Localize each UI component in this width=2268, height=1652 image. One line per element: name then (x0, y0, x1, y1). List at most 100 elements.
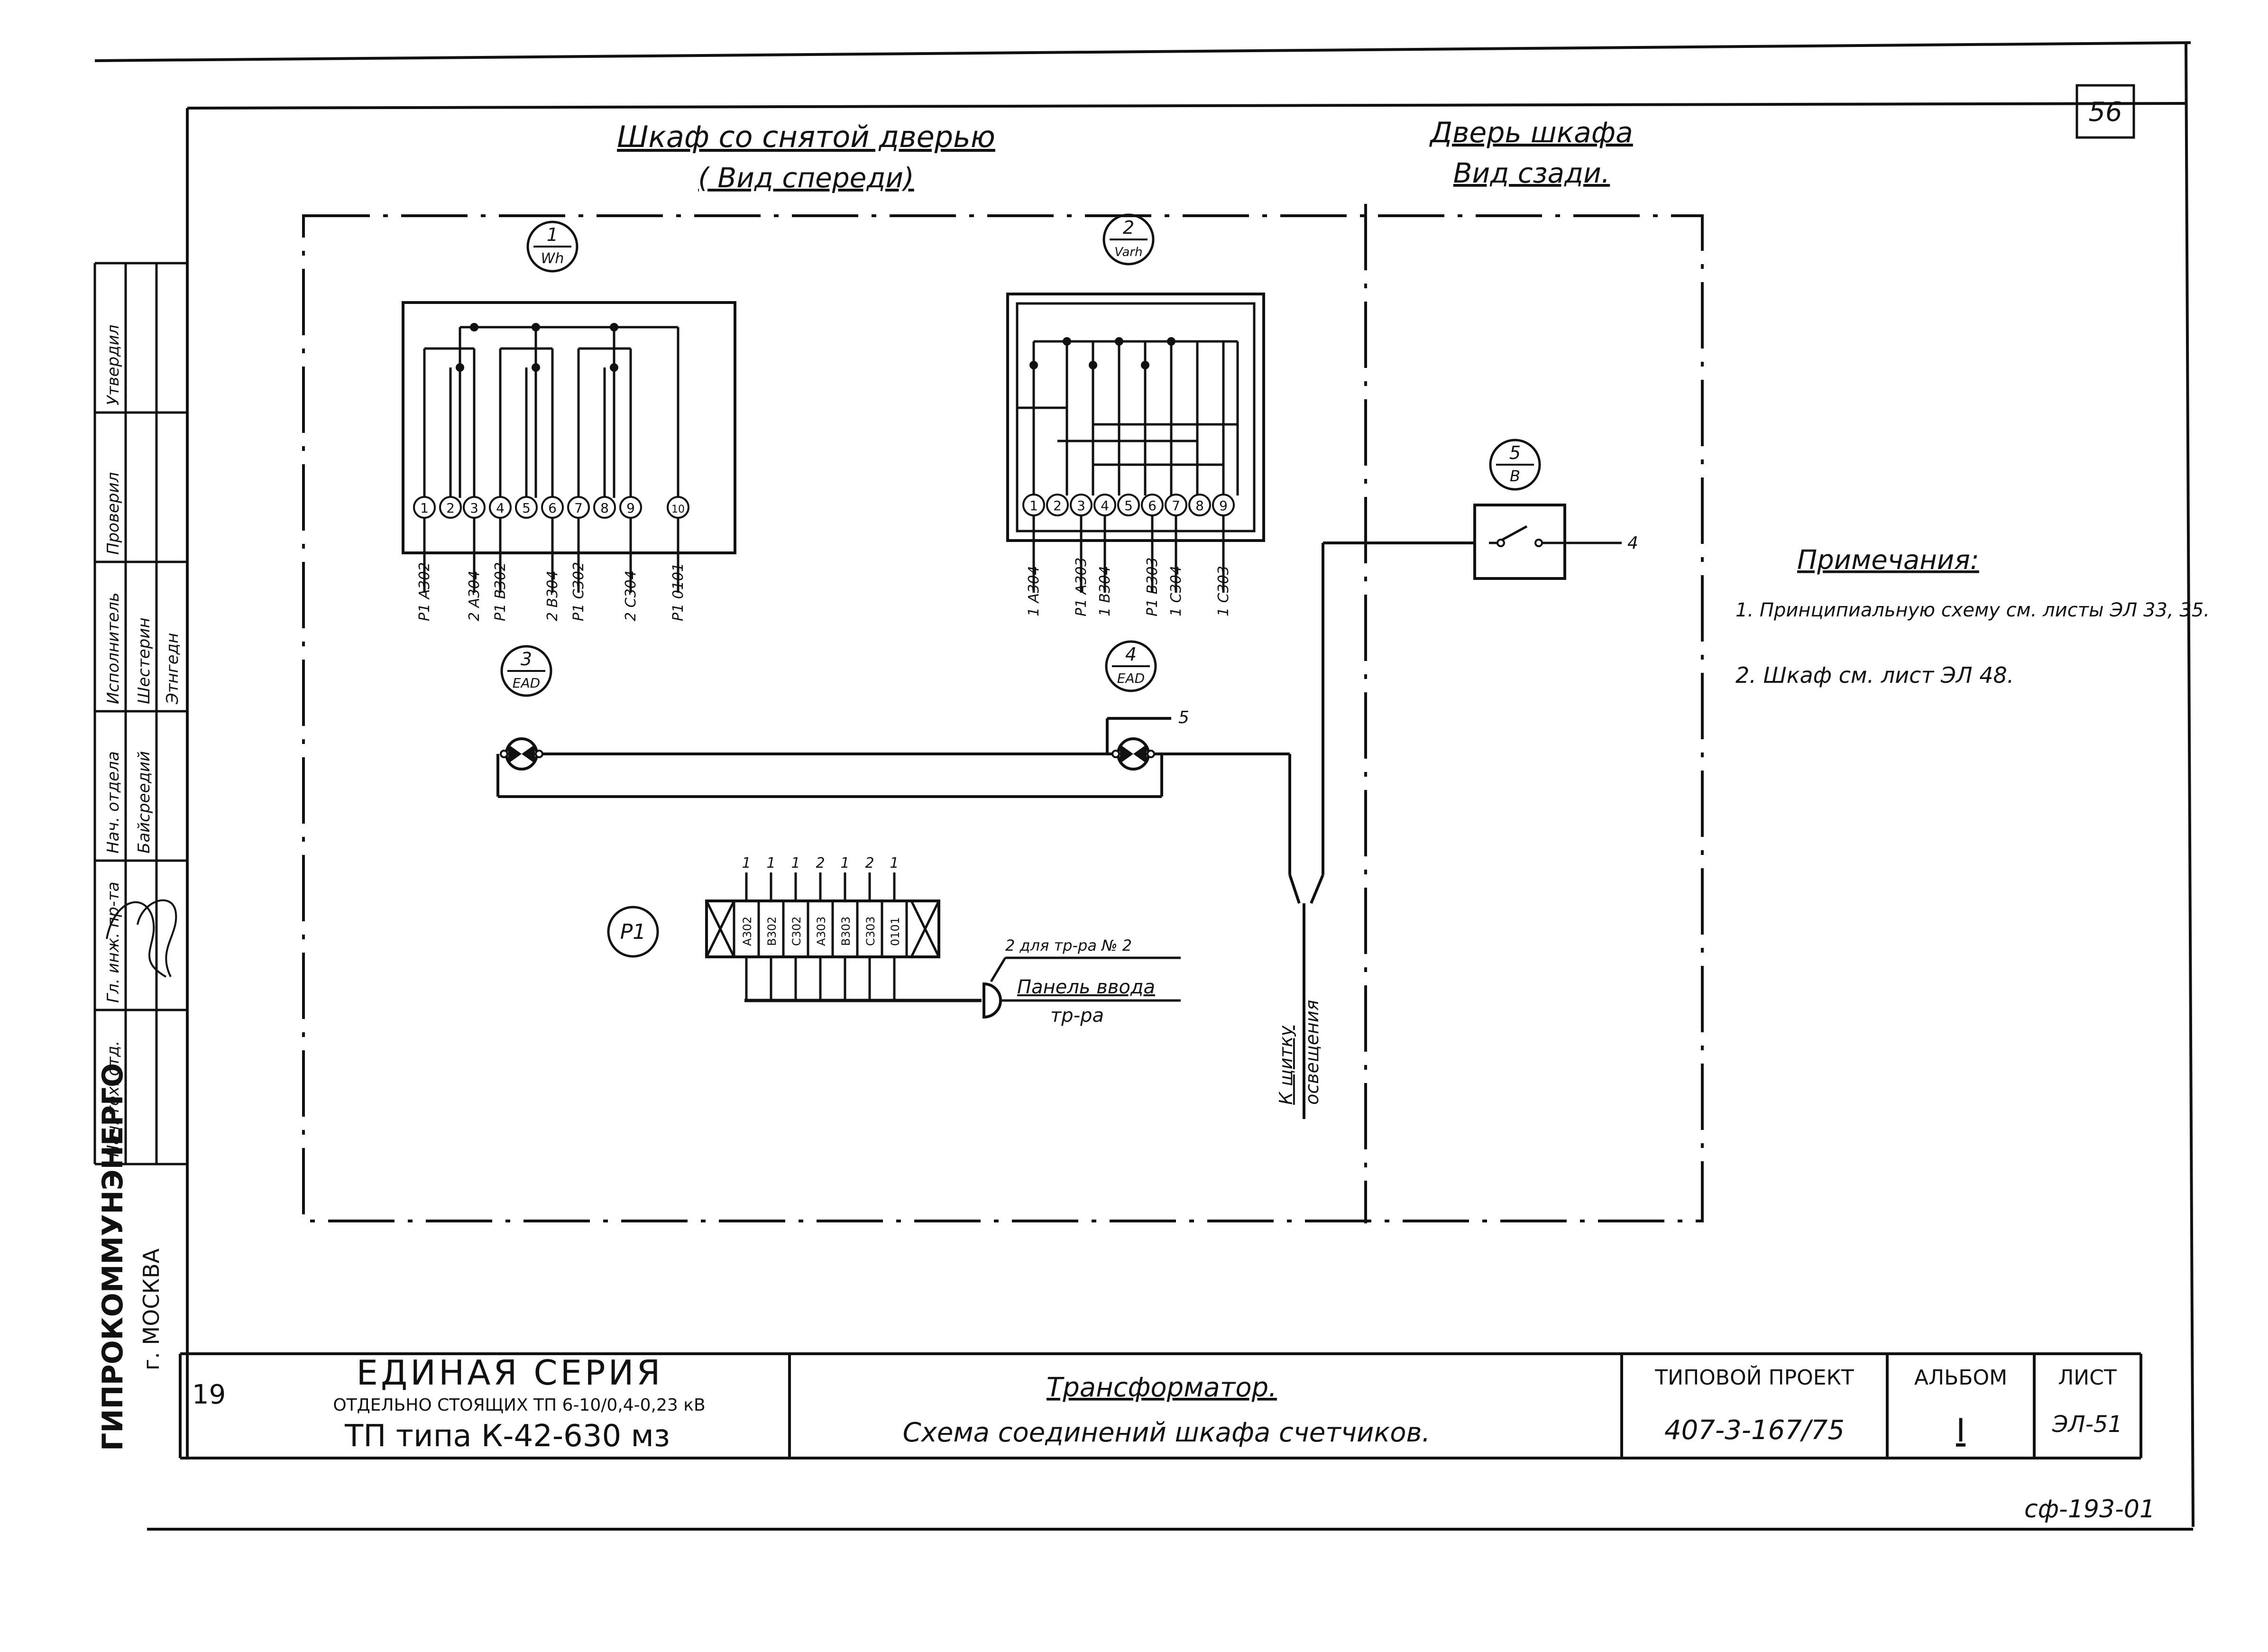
lamp-3-num: 3 (521, 649, 532, 670)
tb-cell: A303 (815, 917, 828, 946)
meter-1-terminals: 1 2 3 4 5 6 7 8 9 10 (413, 496, 689, 519)
stamp-name: Байсреедий (135, 751, 154, 854)
sheet-value: ЭЛ-51 (2052, 1411, 2122, 1438)
note-item-2: 2. Шкаф см. лист ЭЛ 48. (1735, 662, 2014, 688)
input-panel: Панель ввода (1017, 976, 1155, 998)
tb-wire: 2 (865, 855, 874, 872)
meter-2-terminals: 1 2 3 4 5 6 7 8 9 (1022, 494, 1235, 516)
to-lighting: К щитку (1276, 1025, 1296, 1105)
meter-2-terminal: 1 (1029, 498, 1038, 514)
wire-label: 1 B304 (1097, 566, 1113, 616)
stamp-city: г. МОСКВА (138, 1248, 164, 1370)
meter-1-num: 1 (547, 224, 558, 245)
notes-title: Примечания: (1797, 545, 1979, 576)
lamp-4-badge: 4 EAD (1105, 640, 1157, 692)
cabinet-outline (302, 204, 1704, 1223)
year: 19 (192, 1379, 226, 1410)
wire-label: P1 B303 (1144, 557, 1161, 616)
stamp-role: Нач. тех. отд. (104, 1041, 123, 1157)
switch-symbol (1473, 504, 1622, 580)
meter-2-terminal: 6 (1148, 498, 1157, 514)
stamp-role: Гл. инж. пр-та (104, 881, 123, 1003)
project-label: ТИПОВОЙ ПРОЕКТ (1654, 1365, 1854, 1390)
meter-2-wire-labels: 1 A304 P1 A303 1 B304 P1 B303 1 C304 1 C… (1026, 557, 1232, 616)
input-panel-sub: тр-ра (1050, 1005, 1104, 1027)
album-label: АЛЬБОМ (1914, 1366, 2007, 1390)
terminal-block: P1 (607, 855, 1322, 1105)
meter-2-num: 2 (1123, 217, 1134, 238)
meter-1-box (402, 301, 736, 554)
footer-code: сф-193-01 (2024, 1495, 2155, 1524)
stamp-org: ГИПРОКОММУНЭНЕРГО (96, 1063, 129, 1451)
tb-wire: 2 (816, 855, 825, 872)
heading-cabinet: Шкаф со снятой дверью (617, 119, 995, 154)
wire-label: P1 0101 (670, 563, 687, 621)
tb-cell: B302 (765, 917, 779, 946)
notes: Примечания: 1. Принципиальную схему см. … (1735, 545, 2210, 688)
wire-label: 1 C304 (1168, 566, 1185, 616)
meter-2-terminal: 7 (1172, 498, 1180, 514)
headings: Шкаф со снятой дверью ( Вид спереди) Две… (617, 116, 1633, 194)
sheet-number: 56 (2088, 97, 2122, 128)
signature (137, 899, 177, 977)
tb-wire: 1 (742, 855, 751, 872)
meter-1-terminal: 5 (522, 500, 531, 516)
stamp-role: Проверил (104, 472, 123, 555)
lamp-3-code: EAD (513, 675, 540, 691)
wire-label: P1 C302 (570, 562, 587, 621)
meter-2-terminal: 5 (1124, 498, 1133, 514)
title-block: 19 ЕДИНАЯ СЕРИЯ ОТДЕЛЬНО СТОЯЩИХ ТП 6-10… (179, 1352, 2142, 1459)
meter-1-terminal: 7 (574, 500, 583, 516)
stamp-role: Исполнитель (104, 592, 123, 704)
wire-label: P1 A303 (1073, 558, 1090, 617)
stamp-name: Этнгедн (163, 633, 182, 705)
project-code: 407-3-167/75 (1664, 1415, 1845, 1446)
heading-door: Дверь шкафа (1429, 116, 1633, 149)
tb-wire: 1 (791, 855, 800, 872)
sheet-number-box (2075, 84, 2135, 139)
note-item-1: 1. Принципиальную схему см. листы ЭЛ 33,… (1735, 599, 2210, 621)
meter-1-terminal: 8 (600, 500, 609, 516)
meter-1: 1 Wh (402, 220, 736, 622)
switch-badge: 5 B (1489, 439, 1541, 491)
to-lighting-sub: освещения (1302, 1000, 1322, 1105)
stamp-role: Утвердил (104, 325, 123, 405)
switch-wire-label: 4 (1627, 533, 1638, 553)
stamp-role: Нач. отдела (104, 751, 123, 854)
to-transformer-2: 2 для тр-ра № 2 (1005, 936, 1132, 954)
lamp-3-symbol (500, 737, 543, 771)
lamp-4-wire-label: 5 (1178, 708, 1189, 727)
heading-door-sub: Вид сзади. (1453, 157, 1610, 189)
meter-2-terminal: 3 (1077, 498, 1085, 514)
heading-cabinet-sub: ( Вид спереди) (698, 162, 914, 194)
lamp-3-badge: 3 EAD (500, 645, 552, 697)
doc-title: Трансформатор. (1047, 1372, 1277, 1403)
album-value: I (1956, 1412, 1965, 1450)
wire-label: 1 A304 (1026, 566, 1042, 616)
meter-2-terminal: 2 (1053, 498, 1062, 514)
meter-2-terminal: 8 (1195, 498, 1204, 514)
sheet-label: ЛИСТ (2058, 1366, 2117, 1390)
tb-wire: 1 (766, 855, 775, 872)
wire-label: 2 C304 (623, 570, 639, 621)
wire-label: P1 A302 (416, 562, 433, 622)
tb-cell: B303 (839, 917, 853, 946)
wire-label: 1 C303 (1215, 566, 1232, 616)
meter-1-terminal: 3 (470, 500, 478, 516)
terminal-block-wires: 1 1 1 2 1 2 1 (742, 855, 899, 872)
series-title: ЕДИНАЯ СЕРИЯ (357, 1353, 663, 1393)
meter-2-terminal: 9 (1219, 498, 1228, 514)
meter-2-terminal: 4 (1101, 498, 1109, 514)
lamp-4-symbol (1111, 737, 1155, 771)
meter-2-box (1006, 293, 1265, 542)
terminal-block-cells: A302 B302 C302 A303 B303 C303 0101 (741, 916, 902, 946)
meter-1-terminal: 6 (548, 500, 557, 516)
meter-1-terminal: 9 (626, 500, 635, 516)
tb-cell: 0101 (889, 917, 902, 946)
switch-code: B (1510, 467, 1520, 485)
terminal-block-label: P1 (620, 920, 646, 944)
series-line2: ОТДЕЛЬНО СТОЯЩИХ ТП 6-10/0,4-0,23 кВ (333, 1395, 705, 1415)
stamp-name: Шестерин (135, 617, 154, 704)
sheet-frame (94, 41, 2195, 1531)
